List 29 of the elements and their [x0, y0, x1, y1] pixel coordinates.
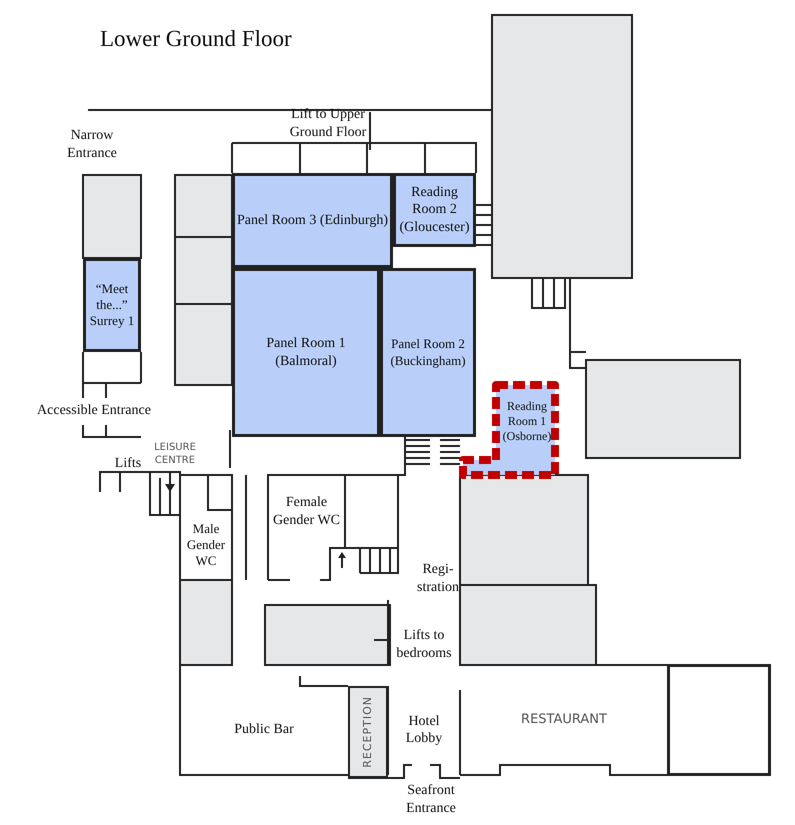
room-name: Male Gender WC: [186, 520, 226, 570]
room-name: RECEPTION: [361, 696, 375, 768]
area-label: Lift to Upper Ground Floor: [288, 106, 368, 142]
meeting-room: [83, 258, 141, 352]
room-name: Panel Room 1 (Balmoral): [265, 335, 347, 370]
meeting-room: [232, 173, 393, 268]
room-name: Female Gender WC: [272, 494, 341, 529]
room-name: RESTAURANT: [521, 712, 607, 728]
area-label: Narrow Entrance: [66, 127, 118, 164]
reception-desk: [348, 686, 388, 778]
room-name: “Meet the...” Surrey 1: [88, 280, 136, 330]
area-label: Lifts: [114, 455, 142, 473]
meeting-room: [393, 173, 476, 247]
room-name: Reading Room 1 (Osborne): [502, 398, 552, 444]
area-label: Accessible Entrance: [36, 402, 152, 420]
area-label: Regi- stration: [416, 561, 460, 598]
area-label: Seafront Entrance: [405, 782, 457, 818]
highlighted-meeting-room: [458, 380, 560, 480]
room-name: Hotel Lobby: [404, 712, 444, 748]
area-label: Lifts to bedrooms: [395, 627, 453, 664]
room: [668, 665, 770, 775]
room-name: Public Bar: [234, 721, 294, 739]
room-name: Panel Room 2 (Buckingham): [389, 336, 467, 369]
room-name: Panel Room 3 (Edinburgh): [236, 212, 388, 230]
floor-title: Lower Ground Floor: [100, 25, 292, 53]
room-name: Reading Room 2 (Gloucester): [398, 184, 470, 236]
area-label: LEISURE CENTRE: [153, 441, 197, 467]
meeting-room: [380, 268, 476, 437]
meeting-room: [232, 268, 380, 437]
